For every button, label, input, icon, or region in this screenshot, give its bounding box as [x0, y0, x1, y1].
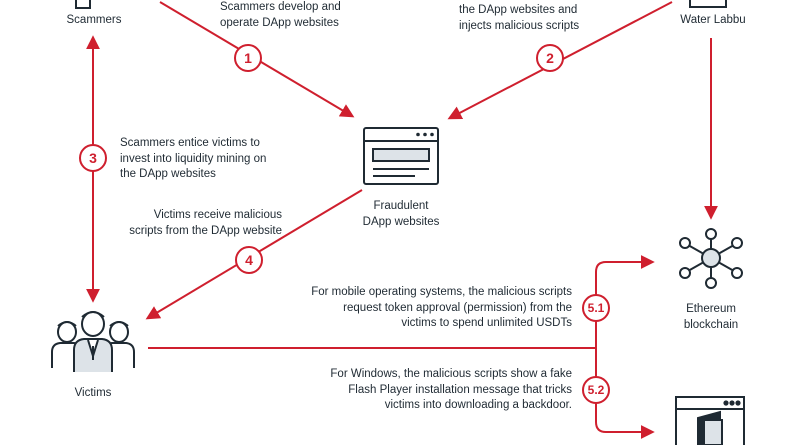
step-5-2-description: For Windows, the malicious scripts show … [330, 368, 572, 411]
step-4-description: Victims receive malicious scripts from t… [129, 209, 282, 237]
scammer-person-icon [75, 0, 91, 9]
arrow-step-5-1 [595, 255, 655, 348]
step-2-badge: 2 [536, 44, 564, 72]
ethereum-blockchain-label: Ethereum blockchain [683, 303, 739, 331]
svg-text:5.2: 5.2 [588, 383, 605, 397]
svg-text:5.1: 5.1 [588, 301, 605, 315]
svg-text:4: 4 [245, 252, 253, 268]
blockchain-network-icon [679, 228, 743, 289]
step-1-badge: 1 [234, 44, 262, 72]
step-3-description: Scammers entice victims to invest into l… [120, 137, 267, 180]
step-5-1-badge: 5.1 [582, 294, 610, 322]
step-5-2-badge: 5.2 [582, 376, 610, 404]
people-group-icon [51, 311, 135, 372]
step-5-1-description: For mobile operating systems, the malici… [311, 286, 572, 329]
step-3-badge: 3 [79, 144, 107, 172]
victims-label: Victims [74, 387, 112, 399]
arrow-step-5-2 [595, 348, 655, 439]
step-1-description: Scammers develop and operate DApp websit… [220, 1, 341, 29]
backdoor-window-icon [675, 396, 745, 445]
svg-text:1: 1 [244, 50, 252, 66]
scammers-label: Scammers [66, 14, 122, 26]
fraudulent-dapp-label: Fraudulent DApp websites [362, 200, 440, 228]
step-4-badge: 4 [235, 246, 263, 274]
step-2-description: the DApp websites and injects malicious … [459, 4, 580, 32]
water-labbu-person-icon [689, 0, 727, 8]
browser-window-icon [363, 127, 439, 185]
water-labbu-label: Water Labbu [680, 14, 746, 26]
svg-text:3: 3 [89, 150, 97, 166]
svg-text:2: 2 [546, 50, 554, 66]
